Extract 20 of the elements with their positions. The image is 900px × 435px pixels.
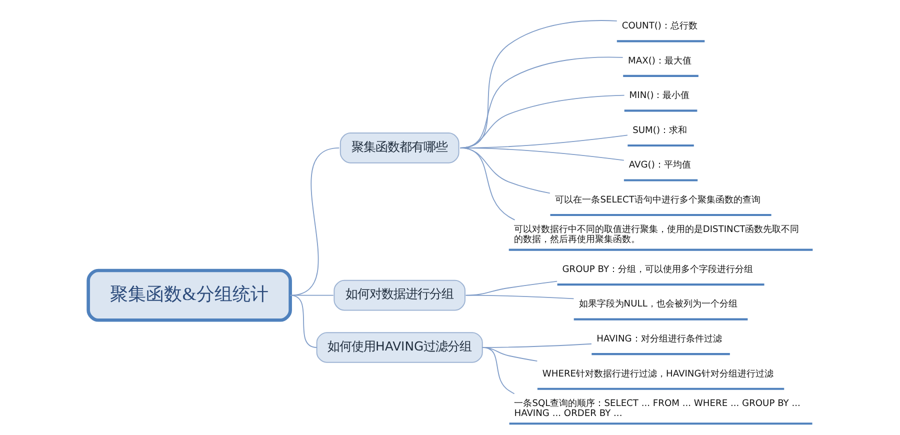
- node-text: GROUP BY：分组，可以使用多个字段进行分组: [562, 264, 753, 275]
- node-box: 如何对数据进行分组: [333, 280, 465, 311]
- node-text: 可以在一条SELECT语句中进行多个聚集函数的查询: [554, 195, 760, 206]
- node-text: MIN()：最小值: [628, 91, 690, 102]
- node-text: HAVING：对分组进行条件过滤: [596, 334, 722, 345]
- connector: [481, 347, 514, 394]
- node-box: 聚集函数都有哪些: [339, 132, 459, 164]
- node-box: 如何使用HAVING过滤分组: [316, 332, 482, 363]
- node-text: COUNT()：总行数: [621, 22, 697, 32]
- node-text: AVG()：平均值: [628, 160, 690, 171]
- node-text: 一条SQL查询的顺序：SELECT ... FROM ... WHERE ... GROUP BY ... HAVING ... ORDER BY ...: [514, 399, 800, 420]
- connector: [459, 148, 515, 220]
- connector: [464, 294, 574, 300]
- node-text: SUM()：求和: [632, 126, 687, 136]
- node-text: 可以对数据行中不同的取值进行聚集，使用的是DISTINCT函数先取不同的数据，然后再使用聚集函数。: [513, 225, 799, 246]
- node-box: 聚集函数&分组统计: [86, 268, 292, 322]
- node-text: MAX()：最大值: [628, 56, 691, 66]
- connector: [289, 294, 317, 348]
- node-text: 如果字段为NULL，也会被列为一个分组: [578, 300, 737, 310]
- node-text: WHERE针对数据行进行过滤，HAVING针对分组进行过滤: [542, 369, 773, 380]
